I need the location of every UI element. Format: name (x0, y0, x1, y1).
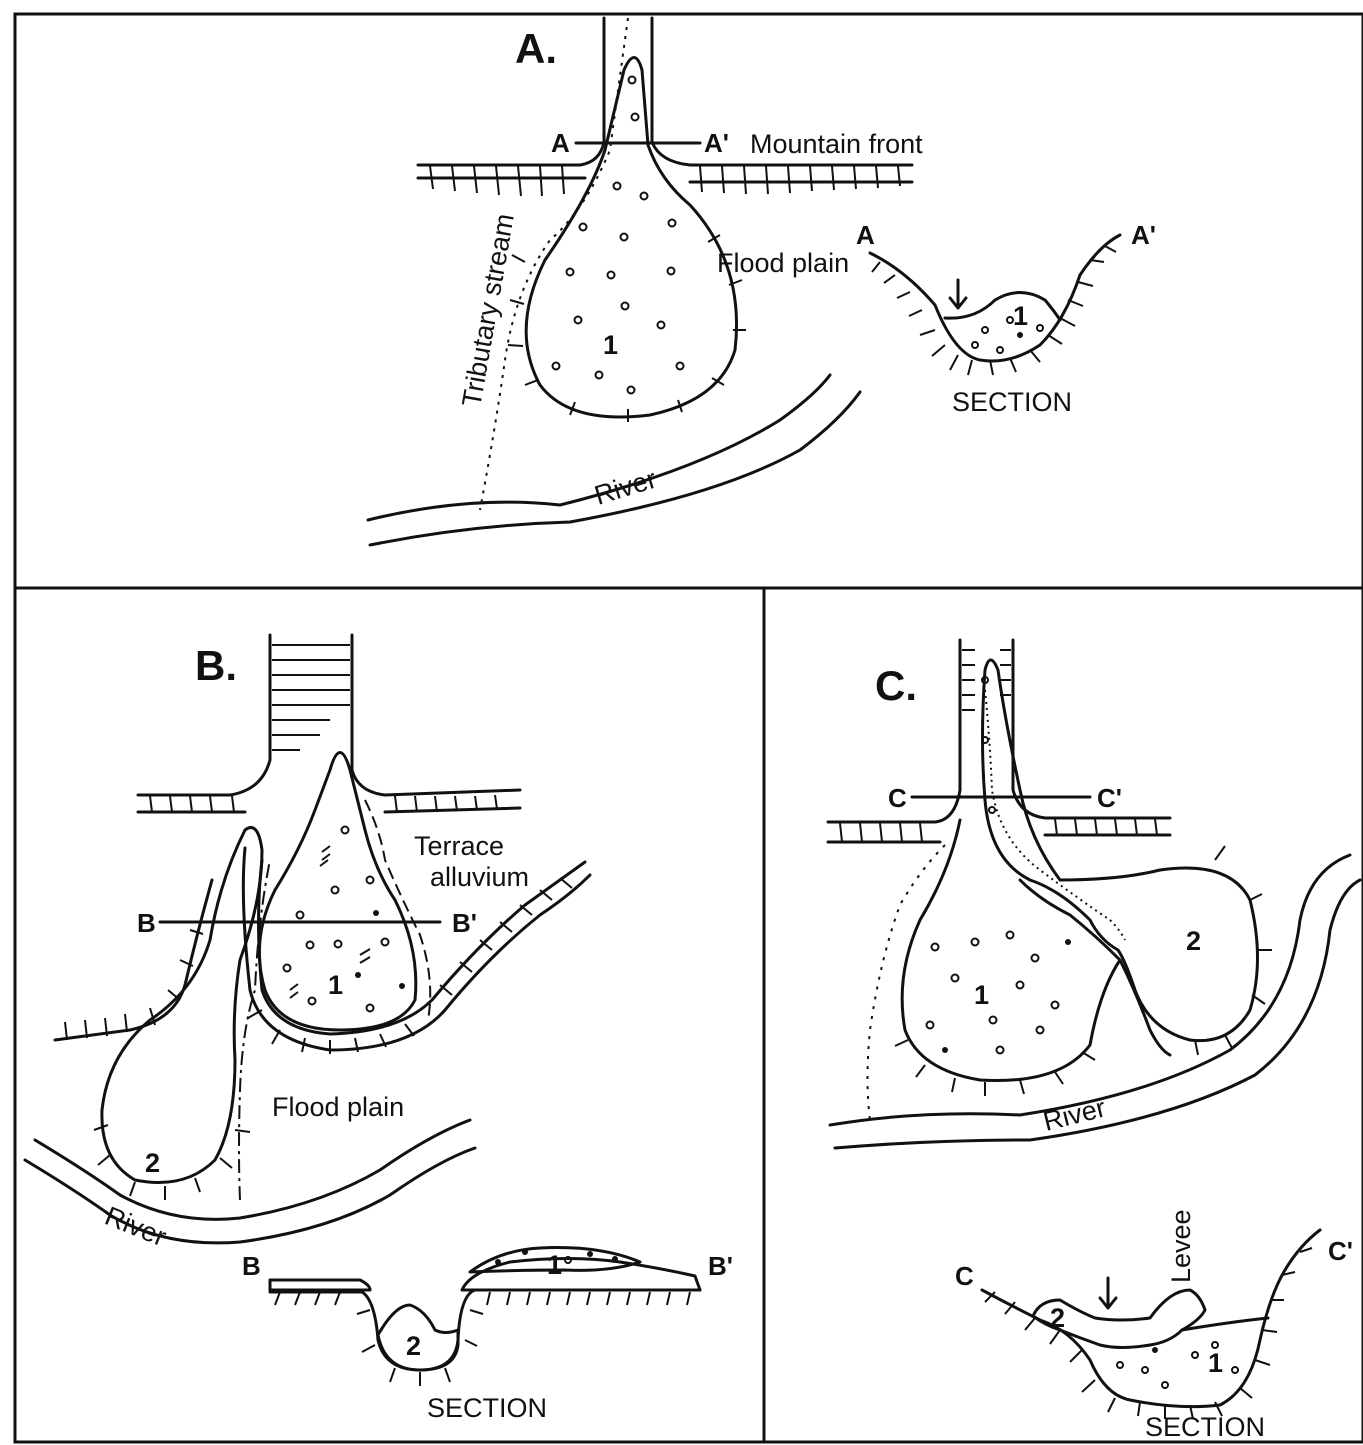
fan-deposit-1 (902, 820, 1170, 1081)
section-a-clasts (972, 317, 1043, 353)
flood-plain-label: Flood plain (272, 1092, 404, 1122)
section-b: 1 2 B B' SECTION (242, 1248, 733, 1423)
section-c-caption: SECTION (1145, 1412, 1265, 1442)
section-line-end-label: A' (704, 128, 729, 158)
deposit-2-label: 2 (145, 1148, 160, 1178)
section-b-deposit-1-label: 1 (547, 1250, 562, 1280)
section-b-deposit-2-label: 2 (406, 1331, 421, 1361)
deposit-1-label: 1 (603, 330, 618, 360)
abandoned-stream (868, 845, 946, 1120)
panel-a: A. 1 A A' Mountain front Flood plain (368, 18, 1156, 545)
section-b-caption: SECTION (427, 1393, 547, 1423)
section-c-deposit-1-label: 1 (1208, 1348, 1223, 1378)
terrace-label-line1: Terrace (414, 831, 504, 861)
section-c-deposit-2-label: 2 (1050, 1303, 1065, 1333)
section-line-end-label: C' (1097, 783, 1122, 813)
section-b-right-label: B' (708, 1251, 733, 1281)
panel-a-title: A. (515, 25, 557, 72)
mountain-front-lower-hachures (65, 930, 203, 1040)
section-a-deposit-top (945, 293, 1060, 321)
river-label: River (1040, 1092, 1108, 1136)
panel-b-title: B. (195, 642, 237, 689)
section-b-hachures (275, 1292, 690, 1386)
section-line-end-label: B' (452, 908, 477, 938)
section-line-start-label: C (888, 783, 907, 813)
panel-c: C. 2 1 C C' (828, 640, 1360, 1442)
deposit-1-label: 1 (328, 970, 343, 1000)
section-c-left-label: C (955, 1261, 974, 1291)
mountain-front (138, 808, 520, 812)
section-b-stipple-left (270, 1280, 370, 1290)
mountain-front (828, 835, 1170, 842)
section-a-deposit-1-label: 1 (1013, 301, 1028, 331)
section-a-valley (870, 235, 1120, 361)
mountain-front-label: Mountain front (750, 129, 923, 159)
river-bank-upper (830, 855, 1350, 1125)
canyon-hachures (272, 645, 350, 750)
section-c-right-label: C' (1328, 1236, 1353, 1266)
terrace-outer (243, 848, 590, 1050)
deposit-2-ticks (1195, 846, 1272, 1055)
section-c-arrow (1100, 1278, 1116, 1308)
section-b-left-label: B (242, 1251, 261, 1281)
river-label: River (101, 1201, 171, 1252)
section-a-caption: SECTION (952, 387, 1072, 417)
deposit-1-label: 1 (974, 980, 989, 1010)
figure-frame (15, 14, 1363, 1442)
section-line-start-label: B (137, 908, 156, 938)
fan-deposit-2 (102, 828, 262, 1183)
panel-c-title: C. (875, 662, 917, 709)
deposit-2-label: 2 (1186, 926, 1201, 956)
gravel-clasts (284, 827, 406, 1012)
section-a-right-label: A' (1131, 220, 1156, 250)
section-line-start-label: A (551, 128, 570, 158)
flood-plain-label: Flood plain (717, 248, 849, 278)
river-bank-lower (25, 1148, 475, 1243)
section-a-arrow (950, 280, 966, 308)
river-bank-upper (35, 1120, 470, 1219)
canyon-wall-right (1013, 640, 1170, 818)
tributary-stream-label: Tributary stream (456, 211, 520, 409)
section-b-valley (270, 1290, 700, 1370)
section-c-levee-label: Levee (1166, 1209, 1196, 1283)
panel-b: B. 1 2 (25, 635, 733, 1423)
section-a-left-label: A (856, 220, 875, 250)
section-c: 1 2 Levee C C' SECTION (955, 1209, 1353, 1442)
mountain-front-lower (55, 880, 212, 1040)
terrace-label-line2: alluvium (430, 862, 529, 892)
section-a-hachures (872, 246, 1116, 375)
canyon-wall-right (352, 635, 520, 795)
section-a: 1 A A' SECTION (856, 220, 1156, 417)
